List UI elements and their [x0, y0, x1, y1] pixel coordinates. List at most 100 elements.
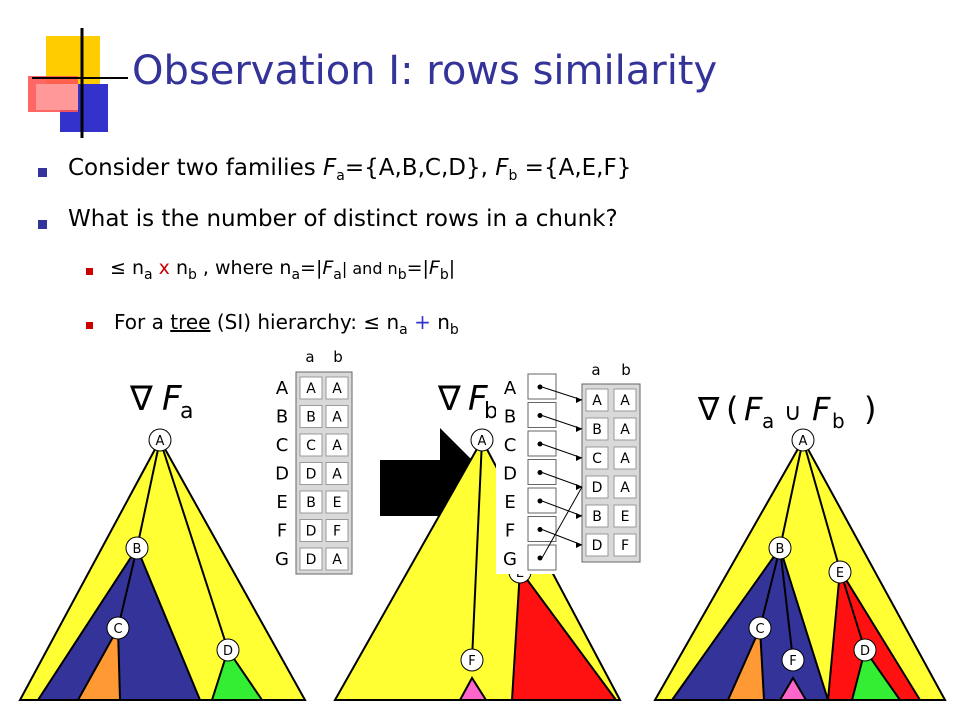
table-cell: [325, 547, 349, 571]
arrow-head-icon: [576, 542, 582, 548]
row-label: F: [505, 521, 515, 542]
tree-node-label: C: [113, 622, 122, 637]
table-cell: [585, 504, 609, 528]
cell-value: D: [592, 538, 603, 554]
pointer-dot: [537, 527, 543, 532]
table-cell: [299, 547, 323, 571]
tree-node: [460, 648, 484, 672]
family-label: F: [744, 390, 763, 428]
nabla-symbol: ∇: [437, 379, 461, 419]
table-cell: [325, 519, 349, 542]
table-cell: [613, 446, 637, 470]
table-cell: [613, 504, 637, 528]
pointer-arrow: [541, 443, 583, 459]
pointer-dot: [537, 555, 543, 561]
cell-value: F: [621, 538, 629, 554]
table-cell: [325, 376, 349, 400]
cell-value: A: [620, 393, 630, 409]
cell-value: A: [620, 451, 630, 467]
pointer-arrow: [541, 415, 583, 430]
logo-decoration: [28, 28, 138, 138]
cell-value: A: [620, 480, 630, 496]
cell-value: A: [332, 410, 342, 426]
nabla-symbol: ∇: [129, 379, 153, 419]
table-cell: [585, 446, 609, 470]
tree-node: [470, 428, 494, 452]
table-cell: [613, 533, 637, 557]
pointer-arrow: [541, 472, 583, 488]
cell-value: A: [332, 381, 342, 397]
row-label: G: [503, 549, 517, 570]
family-sub: a: [762, 409, 774, 433]
cell-value: E: [621, 509, 630, 525]
table-cell: [613, 475, 637, 499]
tree-node: [781, 648, 805, 672]
table-header: b: [621, 361, 631, 379]
cell-value: A: [592, 393, 602, 409]
pointer-dot: [537, 470, 543, 475]
logo-squares-icon: [28, 28, 128, 138]
tree-node-label: A: [156, 434, 165, 449]
tree-node: [216, 638, 240, 662]
table-cell: [299, 490, 323, 514]
tree-node-label: C: [755, 622, 764, 637]
cell-value: D: [306, 467, 317, 483]
arrow-head-icon: [576, 426, 582, 432]
page-title: Observation I: rows similarity: [132, 48, 718, 94]
tree-node: [853, 638, 877, 662]
table-cell: [585, 388, 609, 412]
tree-node: [828, 560, 852, 584]
cell-value: C: [306, 438, 316, 454]
table-cell: [299, 519, 323, 542]
cell-value: E: [333, 495, 342, 511]
pointer-arrows: [541, 386, 583, 559]
tree-left: [18, 437, 307, 701]
row-label: C: [276, 435, 289, 456]
pointer-dot: [537, 384, 543, 390]
pointer-dot: [537, 441, 543, 447]
row-label: D: [503, 464, 517, 485]
arrow-head-icon: [576, 455, 582, 461]
tree-node-label: A: [478, 434, 487, 449]
paren-open: (: [726, 390, 738, 428]
tree-node: [748, 616, 772, 640]
table-cell: [585, 533, 609, 557]
sub-bullet-marker: [86, 268, 93, 275]
row-label: B: [276, 407, 288, 428]
cell-value: C: [592, 451, 602, 467]
row-label: E: [276, 492, 287, 513]
table-cell: [325, 490, 349, 514]
family-label: F: [468, 379, 488, 419]
arrow-head-icon: [576, 513, 582, 519]
table-cell: [299, 433, 323, 457]
cell-value: A: [332, 467, 342, 483]
tree-node-label: E: [836, 566, 844, 581]
bullet-marker: [38, 220, 47, 229]
pointer-dot: [537, 498, 543, 504]
tree-node-label: B: [133, 542, 142, 557]
family-sub: b: [832, 409, 845, 433]
row-label: G: [275, 549, 289, 570]
tree-node-label: A: [799, 434, 808, 449]
sub-bullet-marker: [86, 322, 93, 329]
family-sub: b: [484, 399, 498, 424]
family-sub: a: [180, 399, 193, 424]
bullet-question: What is the number of distinct rows in a…: [68, 206, 618, 232]
arrow-head-icon: [576, 397, 582, 403]
pointer-cell: [527, 373, 557, 400]
cell-value: B: [306, 495, 316, 511]
sub-bullet-tree: For a tree (SI) hierarchy: ≤ na + nb: [114, 310, 459, 338]
table-cell: [299, 376, 323, 400]
cell-value: A: [332, 552, 342, 568]
table-cell: [613, 417, 637, 441]
tree-node-label: D: [223, 644, 233, 659]
row-label: D: [275, 464, 289, 485]
cell-value: B: [306, 410, 316, 426]
cell-value: D: [306, 524, 317, 540]
row-label: F: [277, 521, 287, 542]
tree-node-label: F: [468, 654, 475, 669]
table-header: a: [591, 361, 600, 379]
